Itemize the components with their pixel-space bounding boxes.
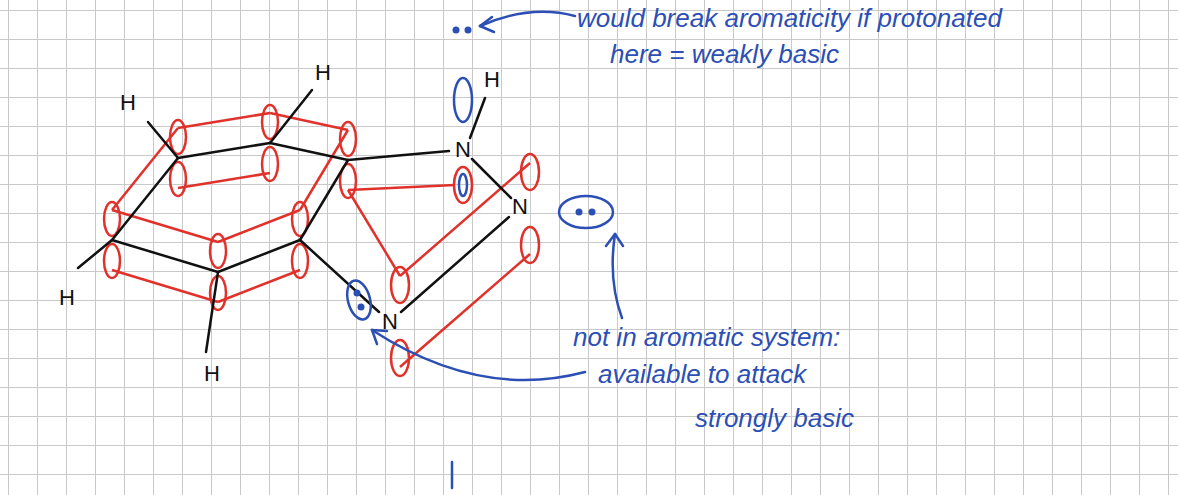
annotation-text: available to attack <box>598 360 806 389</box>
atom-label: H <box>315 61 331 85</box>
annotation-text: not in aromatic system: <box>573 323 840 352</box>
annotation-text: strongly basic <box>695 404 854 433</box>
atom-label: N <box>455 138 471 162</box>
annotation-text: here = weakly basic <box>610 40 839 69</box>
atom-label: H <box>484 68 500 92</box>
atom-label: N <box>382 310 398 334</box>
atom-label: H <box>204 362 220 386</box>
atom-label: H <box>59 286 75 310</box>
atom-label: H <box>120 91 136 115</box>
annotation-text: would break aromaticity if protonated <box>577 4 1002 33</box>
atom-label: N <box>512 195 528 219</box>
